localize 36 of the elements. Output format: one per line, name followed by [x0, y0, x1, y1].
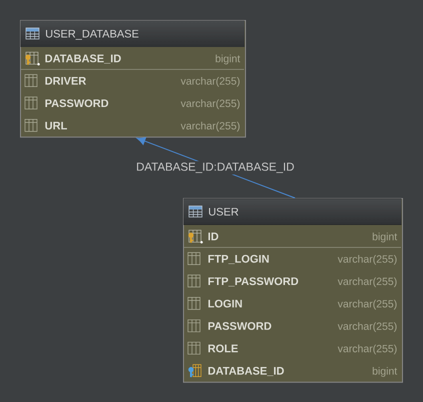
node-label: ID	[208, 232, 218, 240]
node-label: varchar(255)	[180, 122, 240, 132]
node-label: PASSWORD	[45, 99, 108, 108]
table-row: DATABASE_ID bigint	[45, 54, 240, 64]
node-label: bigint	[372, 232, 398, 242]
table-row: FTP_PASSWORD varchar(255)	[208, 277, 397, 288]
table-row: URL varchar(255)	[45, 122, 240, 132]
node-label: FTP_PASSWORD	[208, 277, 298, 286]
table-row: FTP_LOGIN varchar(255)	[208, 254, 397, 265]
node-label: varchar(255)	[180, 76, 240, 87]
table-row: ID bigint	[208, 232, 398, 242]
node-label: varchar(255)	[338, 277, 397, 288]
node-label: varchar(255)	[338, 322, 397, 332]
table-row: LOGIN varchar(255)	[208, 300, 397, 310]
table-row: DATABASE_ID bigint	[208, 366, 398, 377]
node-label: LOGIN	[208, 300, 242, 308]
node-label: ROLE	[208, 344, 238, 352]
node-label: DATABASE_ID	[45, 54, 121, 64]
node-label: DATABASE_ID	[208, 366, 284, 376]
table-header: USER_DATABASE	[20, 20, 244, 47]
node-label: FTP_LOGIN	[208, 254, 269, 264]
node-label: bigint	[372, 367, 398, 377]
table-row: PASSWORD varchar(255)	[208, 322, 397, 332]
node-label: varchar(255)	[338, 344, 397, 354]
table-row: PASSWORD varchar(255)	[45, 99, 240, 110]
table-row: DRIVER varchar(255)	[45, 77, 240, 87]
edge-label: DATABASE_ID:DATABASE_ID	[134, 161, 296, 174]
node-label: varchar(255)	[338, 300, 397, 310]
node-label: URL	[45, 122, 67, 130]
node-label: PASSWORD	[208, 322, 272, 330]
node-label: varchar(255)	[180, 99, 240, 110]
node-label: bigint	[216, 54, 240, 64]
table-header: USER	[184, 198, 402, 225]
node-label: varchar(255)	[338, 254, 397, 265]
node-label: DRIVER	[45, 77, 86, 85]
table-row: ROLE varchar(255)	[208, 344, 397, 354]
